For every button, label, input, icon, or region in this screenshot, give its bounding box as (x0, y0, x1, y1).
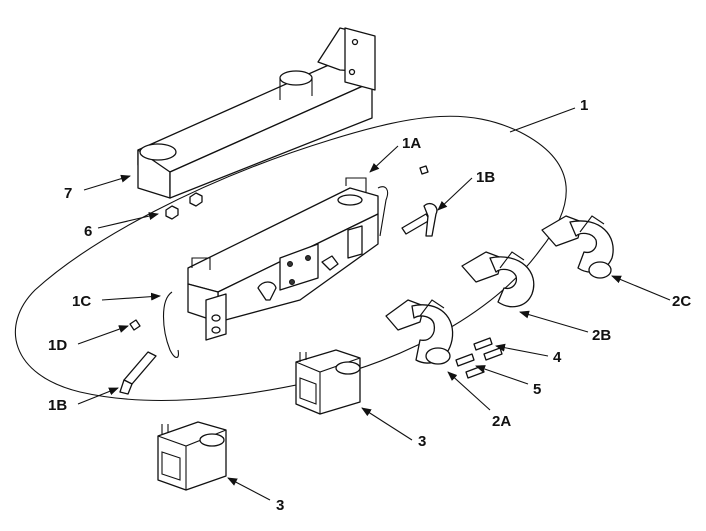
label-1b-upper: 1B (476, 169, 495, 186)
leader-lines (77, 107, 671, 501)
assembly-1-outline (14, 115, 567, 402)
part-4-bolts (473, 337, 503, 361)
part-1-main-mount (187, 177, 379, 341)
label-1c: 1C (72, 293, 91, 310)
label-2a: 2A (492, 413, 511, 430)
label-7: 7 (64, 185, 72, 202)
part-7-bracket-arm (137, 27, 376, 199)
label-1: 1 (580, 97, 588, 114)
part-1b-upper-pin (401, 202, 438, 237)
label-1a: 1A (402, 135, 421, 152)
label-2b: 2B (592, 327, 611, 344)
part-2a-pintle-hook (385, 299, 454, 365)
part-1b-lower-pin (119, 351, 157, 395)
label-5: 5 (533, 381, 541, 398)
part-6-nuts (165, 192, 203, 220)
label-1d: 1D (48, 337, 67, 354)
label-2c: 2C (672, 293, 691, 310)
part-1a-pin (377, 165, 429, 237)
part-3-upper-receiver (295, 349, 361, 415)
part-2b-pintle-hook (461, 251, 535, 308)
label-1b-lower: 1B (48, 397, 67, 414)
part-1c-clip (163, 291, 179, 359)
part-2c-pintle-hook (541, 215, 614, 279)
label-3-upper: 3 (418, 433, 426, 450)
part-3-lower-receiver (157, 421, 227, 491)
label-3-lower: 3 (276, 497, 284, 514)
label-6: 6 (84, 223, 92, 240)
part-5-bolts (455, 353, 485, 379)
label-4: 4 (553, 349, 562, 366)
part-1d-pin (129, 319, 141, 331)
